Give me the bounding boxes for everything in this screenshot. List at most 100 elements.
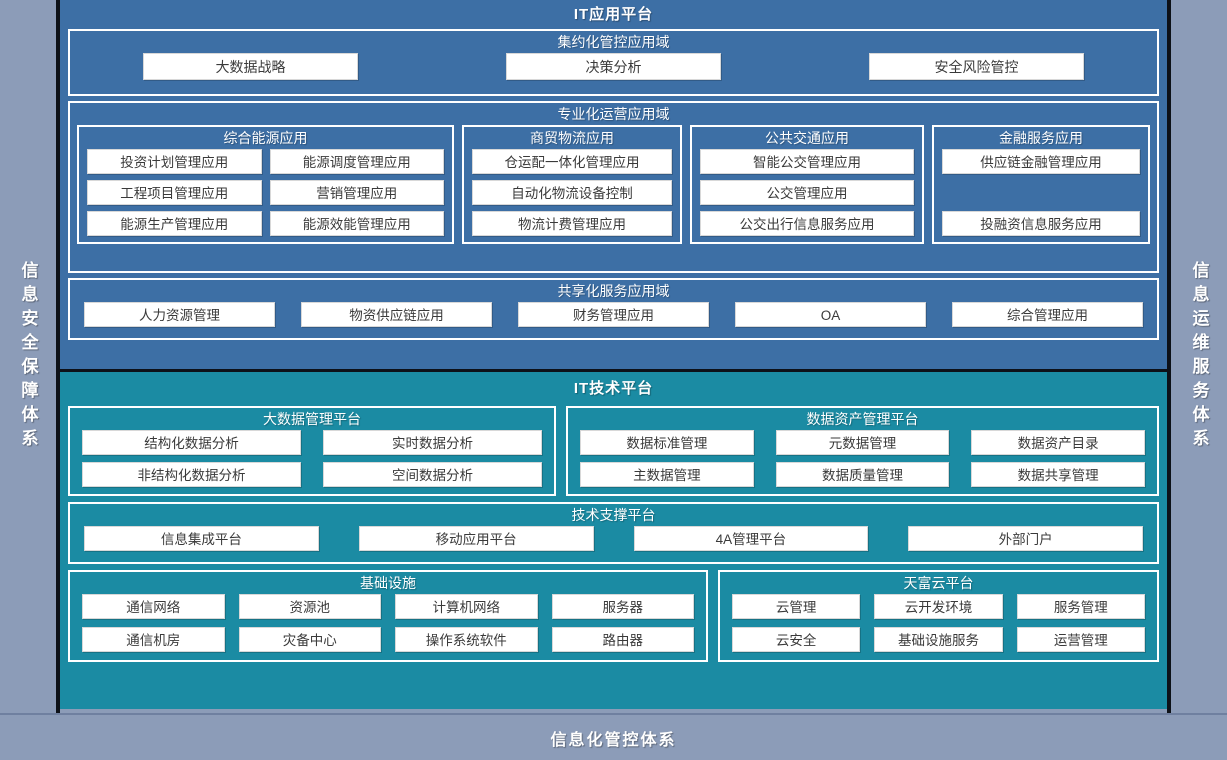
chip-smart-bus-mgmt[interactable]: 智能公交管理应用	[700, 149, 914, 174]
domain-professional-operations-title: 专业化运营应用域	[557, 106, 670, 122]
panel-technical-support-items: 信息集成平台 移动应用平台 4A管理平台 外部门户	[70, 526, 1157, 559]
it-application-platform-title: IT应用平台	[573, 6, 654, 23]
chip-big-data-strategy[interactable]: 大数据战略	[143, 53, 358, 80]
chip-supply-chain-finance-mgmt[interactable]: 供应链金融管理应用	[942, 149, 1140, 174]
panel-data-asset-management: 数据资产管理平台 数据标准管理 元数据管理 数据资产目录 主数据管理 数据质量管…	[566, 406, 1159, 496]
left-rail-divider	[56, 0, 60, 713]
chip-energy-production-mgmt[interactable]: 能源生产管理应用	[87, 211, 262, 236]
group-financial-services-title: 金融服务应用	[999, 130, 1083, 146]
chip-integrated-warehouse-delivery[interactable]: 仓运配一体化管理应用	[472, 149, 672, 174]
chip-service-management[interactable]: 服务管理	[1016, 594, 1145, 619]
chip-investment-plan-mgmt[interactable]: 投资计划管理应用	[87, 149, 262, 174]
chip-bus-travel-info-service[interactable]: 公交出行信息服务应用	[700, 211, 914, 236]
group-trade-logistics-items: 仓运配一体化管理应用 自动化物流设备控制 物流计费管理应用	[464, 149, 680, 236]
group-public-transit-title: 公共交通应用	[765, 130, 849, 146]
group-public-transit-items: 智能公交管理应用 公交管理应用 公交出行信息服务应用	[692, 149, 922, 236]
chip-security-risk-control[interactable]: 安全风险管控	[869, 53, 1084, 80]
chip-spatial-data-analysis[interactable]: 空间数据分析	[323, 462, 542, 487]
chip-oa[interactable]: OA	[735, 302, 926, 327]
chip-infrastructure-service[interactable]: 基础设施服务	[874, 627, 1003, 652]
group-financial-services-items: 供应链金融管理应用 投融资信息服务应用	[934, 149, 1148, 236]
left-rail-label: 信息安全保障体系	[18, 260, 38, 453]
group-public-transit: 公共交通应用 智能公交管理应用 公交管理应用 公交出行信息服务应用	[690, 125, 924, 244]
chip-external-portal[interactable]: 外部门户	[908, 526, 1143, 551]
panel-big-data-management-title: 大数据管理平台	[263, 411, 361, 427]
panel-technical-support: 技术支撑平台 信息集成平台 移动应用平台 4A管理平台 外部门户	[68, 502, 1159, 564]
chip-investment-financing-info-service[interactable]: 投融资信息服务应用	[942, 211, 1140, 236]
chip-communication-room[interactable]: 通信机房	[82, 627, 225, 652]
platform-stack: IT应用平台 集约化管控应用域 大数据战略 决策分析 安全风险管控 专业化运营应…	[60, 0, 1167, 709]
group-financial-services: 金融服务应用 供应链金融管理应用 投融资信息服务应用	[932, 125, 1150, 244]
tech-top-panels: 大数据管理平台 结构化数据分析 实时数据分析 非结构化数据分析 空间数据分析 数…	[60, 406, 1167, 502]
chip-operating-system-software[interactable]: 操作系统软件	[395, 627, 538, 652]
chip-data-standard-mgmt[interactable]: 数据标准管理	[580, 430, 754, 455]
it-application-platform: IT应用平台 集约化管控应用域 大数据战略 决策分析 安全风险管控 专业化运营应…	[60, 0, 1167, 372]
left-rail-information-security: 信息安全保障体系	[0, 0, 56, 713]
panel-infrastructure-items: 通信网络 资源池 计算机网络 服务器 通信机房 灾备中心 操作系统软件 路由器	[70, 594, 706, 652]
chip-mobile-app-platform[interactable]: 移动应用平台	[358, 526, 594, 551]
chip-cloud-management[interactable]: 云管理	[732, 594, 861, 619]
chip-master-data-mgmt[interactable]: 主数据管理	[580, 462, 754, 487]
panel-tianfu-cloud-items: 云管理 云开发环境 服务管理 云安全 基础设施服务 运营管理	[720, 594, 1157, 652]
chip-resource-pool[interactable]: 资源池	[238, 594, 381, 619]
domain-professional-operations-groups: 综合能源应用 投资计划管理应用 能源调度管理应用 工程项目管理应用 营销管理应用…	[70, 125, 1157, 251]
chip-server[interactable]: 服务器	[551, 594, 694, 619]
chip-structured-data-analysis[interactable]: 结构化数据分析	[82, 430, 301, 455]
group-integrated-energy: 综合能源应用 投资计划管理应用 能源调度管理应用 工程项目管理应用 营销管理应用…	[77, 125, 454, 244]
group-trade-logistics-title: 商贸物流应用	[530, 130, 614, 146]
bottom-bar-informatization-governance: 信息化管控体系	[0, 713, 1227, 760]
group-integrated-energy-title: 综合能源应用	[223, 130, 308, 146]
panel-tianfu-cloud: 天富云平台 云管理 云开发环境 服务管理 云安全 基础设施服务 运营管理	[718, 570, 1159, 662]
panel-tianfu-cloud-title: 天富云平台	[903, 575, 974, 591]
chip-decision-analysis[interactable]: 决策分析	[506, 53, 721, 80]
chip-hr-management[interactable]: 人力资源管理	[84, 302, 275, 327]
chip-unstructured-data-analysis[interactable]: 非结构化数据分析	[82, 462, 301, 487]
chip-data-sharing-mgmt[interactable]: 数据共享管理	[971, 462, 1145, 487]
group-integrated-energy-items: 投资计划管理应用 能源调度管理应用 工程项目管理应用 营销管理应用 能源生产管理…	[79, 149, 452, 236]
chip-engineering-project-mgmt[interactable]: 工程项目管理应用	[87, 180, 262, 205]
chip-financial-spacer	[942, 180, 1140, 205]
panel-infrastructure: 基础设施 通信网络 资源池 计算机网络 服务器 通信机房 灾备中心 操作系统软件…	[68, 570, 708, 662]
chip-cloud-security[interactable]: 云安全	[732, 627, 861, 652]
it-technical-platform: IT技术平台 大数据管理平台 结构化数据分析 实时数据分析 非结构化数据分析 空…	[60, 372, 1167, 709]
chip-4a-management-platform[interactable]: 4A管理平台	[633, 526, 869, 551]
chip-metadata-mgmt[interactable]: 元数据管理	[775, 430, 950, 455]
domain-intensive-control-title: 集约化管控应用域	[557, 34, 670, 50]
chip-router[interactable]: 路由器	[551, 627, 694, 652]
chip-marketing-mgmt[interactable]: 营销管理应用	[269, 180, 444, 205]
chip-energy-efficiency-mgmt[interactable]: 能源效能管理应用	[269, 211, 444, 236]
chip-disaster-recovery-center[interactable]: 灾备中心	[238, 627, 381, 652]
chip-integrated-management[interactable]: 综合管理应用	[952, 302, 1143, 327]
domain-shared-services-items: 人力资源管理 物资供应链应用 财务管理应用 OA 综合管理应用	[70, 302, 1157, 335]
chip-computer-network[interactable]: 计算机网络	[395, 594, 538, 619]
chip-energy-dispatch-mgmt[interactable]: 能源调度管理应用	[269, 149, 444, 174]
chip-finance-management[interactable]: 财务管理应用	[518, 302, 709, 327]
chip-data-quality-mgmt[interactable]: 数据质量管理	[775, 462, 950, 487]
right-rail-label: 信息运维服务体系	[1189, 260, 1209, 453]
chip-logistics-billing-mgmt[interactable]: 物流计费管理应用	[472, 211, 672, 236]
domain-intensive-control-items: 大数据战略 决策分析 安全风险管控	[70, 53, 1157, 87]
domain-intensive-control: 集约化管控应用域 大数据战略 决策分析 安全风险管控	[68, 29, 1159, 96]
right-rail-it-operations: 信息运维服务体系	[1171, 0, 1227, 713]
chip-cloud-dev-environment[interactable]: 云开发环境	[874, 594, 1003, 619]
chip-realtime-data-analysis[interactable]: 实时数据分析	[323, 430, 542, 455]
chip-bus-mgmt[interactable]: 公交管理应用	[700, 180, 914, 205]
tech-bottom-panels: 基础设施 通信网络 资源池 计算机网络 服务器 通信机房 灾备中心 操作系统软件…	[60, 570, 1167, 670]
it-technical-platform-title: IT技术平台	[573, 380, 654, 397]
chip-material-supply-chain[interactable]: 物资供应链应用	[301, 302, 492, 327]
panel-technical-support-title: 技术支撑平台	[571, 507, 656, 523]
chip-communication-network[interactable]: 通信网络	[82, 594, 225, 619]
domain-shared-services: 共享化服务应用域 人力资源管理 物资供应链应用 财务管理应用 OA 综合管理应用	[68, 278, 1159, 340]
chip-operations-management[interactable]: 运营管理	[1016, 627, 1145, 652]
domain-professional-operations: 专业化运营应用域 综合能源应用 投资计划管理应用 能源调度管理应用 工程项目管理…	[68, 101, 1159, 273]
chip-automated-logistics-equipment[interactable]: 自动化物流设备控制	[472, 180, 672, 205]
panel-data-asset-management-title: 数据资产管理平台	[806, 411, 919, 427]
right-rail-divider	[1167, 0, 1171, 713]
chip-data-asset-catalog[interactable]: 数据资产目录	[971, 430, 1145, 455]
bottom-bar-label: 信息化管控体系	[550, 731, 677, 749]
group-trade-logistics: 商贸物流应用 仓运配一体化管理应用 自动化物流设备控制 物流计费管理应用	[462, 125, 682, 244]
chip-info-integration-platform[interactable]: 信息集成平台	[84, 526, 319, 551]
panel-big-data-management: 大数据管理平台 结构化数据分析 实时数据分析 非结构化数据分析 空间数据分析	[68, 406, 556, 496]
panel-infrastructure-title: 基础设施	[360, 575, 416, 591]
